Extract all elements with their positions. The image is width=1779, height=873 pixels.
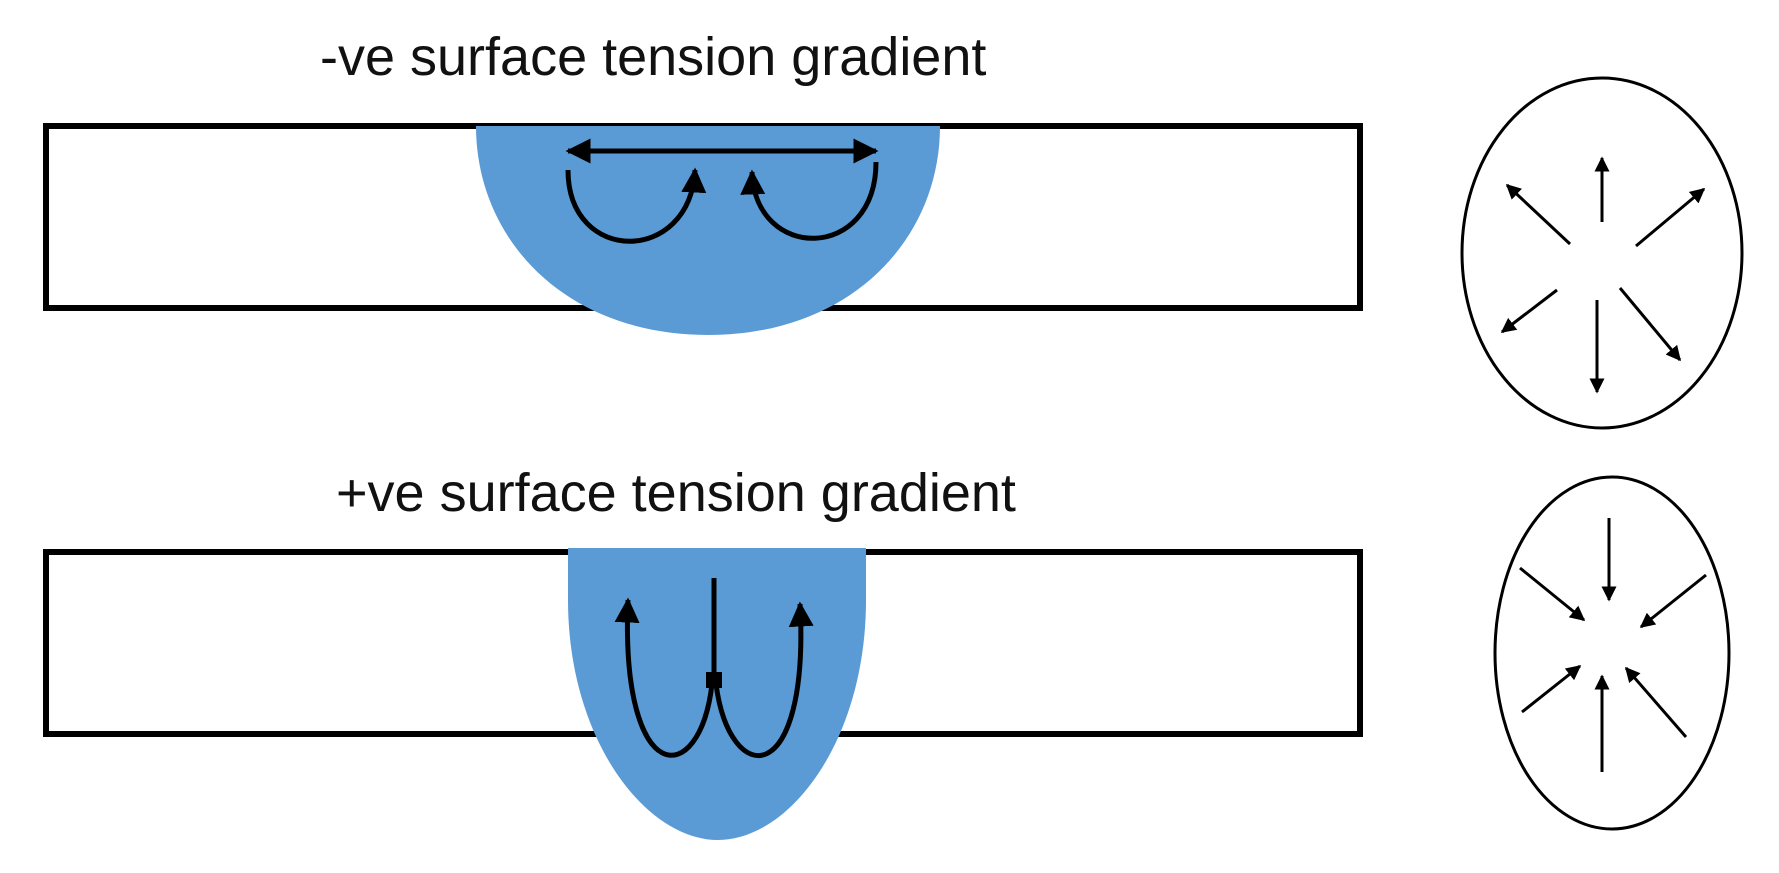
outward-arrow-down-right (1618, 287, 1682, 362)
outward-arrow-up-right (1635, 187, 1706, 248)
positive-gradient-title: +ve surface tension gradient (336, 463, 1016, 523)
inward-arrow-from-bottom-left (1521, 664, 1582, 714)
weld-pool-shallow (476, 126, 940, 335)
outward-arrow-down-left (1500, 288, 1558, 334)
inward-arrow-from-top-left (1519, 566, 1586, 622)
right-recirculation-loop-arrow (713, 601, 814, 758)
left-convection-loop-arrow (565, 167, 707, 244)
weld-pool-top-view-inward (1493, 475, 1731, 831)
left-recirculation-loop-arrow (614, 597, 715, 758)
inward-flow-ellipse (1493, 475, 1731, 831)
negative-gradient-title: -ve surface tension gradient (320, 27, 987, 87)
inward-arrow-from-top-right (1639, 573, 1707, 629)
outward-flow-ellipse (1460, 76, 1744, 430)
inward-arrow-from-bottom-right (1624, 666, 1688, 738)
weld-pool-top-view-outward (1460, 76, 1744, 430)
positive-gradient-panel (43, 548, 1363, 840)
negative-gradient-panel (43, 123, 1363, 335)
outward-arrow-up-left (1505, 183, 1572, 246)
right-convection-loop-arrow (740, 161, 879, 241)
